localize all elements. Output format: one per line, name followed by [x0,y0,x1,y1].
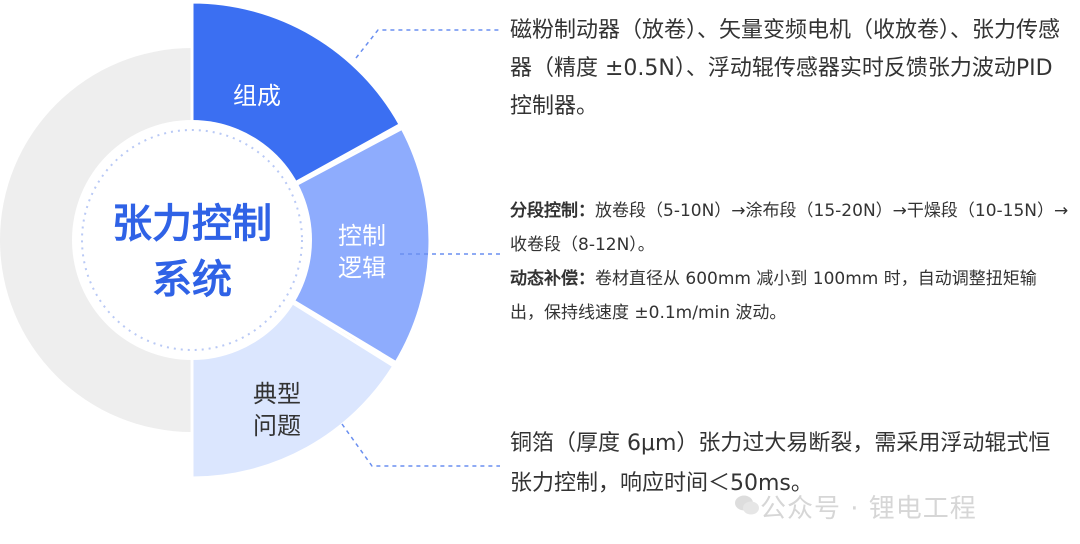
dynamic-compensation-item: 动态补偿：卷材直径从 600mm 减小到 100mm 时，自动调整扭矩输出，保持… [510,262,1070,330]
connector-composition [355,29,500,59]
segment-label-typical-problem: 典型 问题 [242,378,312,442]
center-disc [72,120,312,360]
dynamic-compensation-head: 动态补偿： [510,269,595,289]
segmented-control-item: 分段控制：放卷段（5-10N）→涂布段（15-20N）→干燥段（10-15N）→… [510,194,1070,262]
segmented-control-body: 放卷段（5-10N）→涂布段（15-20N）→干燥段（10-15N）→收卷段（8… [510,201,1069,255]
segmented-control-head: 分段控制： [510,201,595,221]
segment-label-line: 控制 [338,222,386,250]
control-logic-text: 分段控制：放卷段（5-10N）→涂布段（15-20N）→干燥段（10-15N）→… [510,194,1070,330]
segment-label-line: 典型 [253,380,301,408]
typical-problem-text: 铜箔（厚度 6μm）张力过大易断裂，需采用浮动辊式恒张力控制，响应时间＜50ms… [510,431,1051,496]
dynamic-compensation-body: 卷材直径从 600mm 减小到 100mm 时，自动调整扭矩输出，保持线速度 ±… [510,269,1037,323]
segment-label-composition: 组成 [222,80,292,112]
center-title: 张力控制 系统 [72,196,312,308]
watermark: 公众号 · 锂电工程 [760,494,977,524]
connector-typical-problem [341,423,500,467]
segment-label-line: 组成 [233,82,281,110]
center-title-line1: 张力控制 [112,201,272,247]
segment-label-line: 逻辑 [338,254,386,282]
wechat-icon [735,495,759,515]
center-title-line2: 系统 [152,257,232,303]
segment-label-control-logic: 控制 逻辑 [322,220,402,284]
composition-text: 磁粉制动器（放卷）、矢量变频电机（收放卷）、张力传感器（精度 ±0.5N）、浮动… [510,18,1061,119]
segment-label-line: 问题 [253,412,301,440]
center-dotted-circle [81,129,303,351]
